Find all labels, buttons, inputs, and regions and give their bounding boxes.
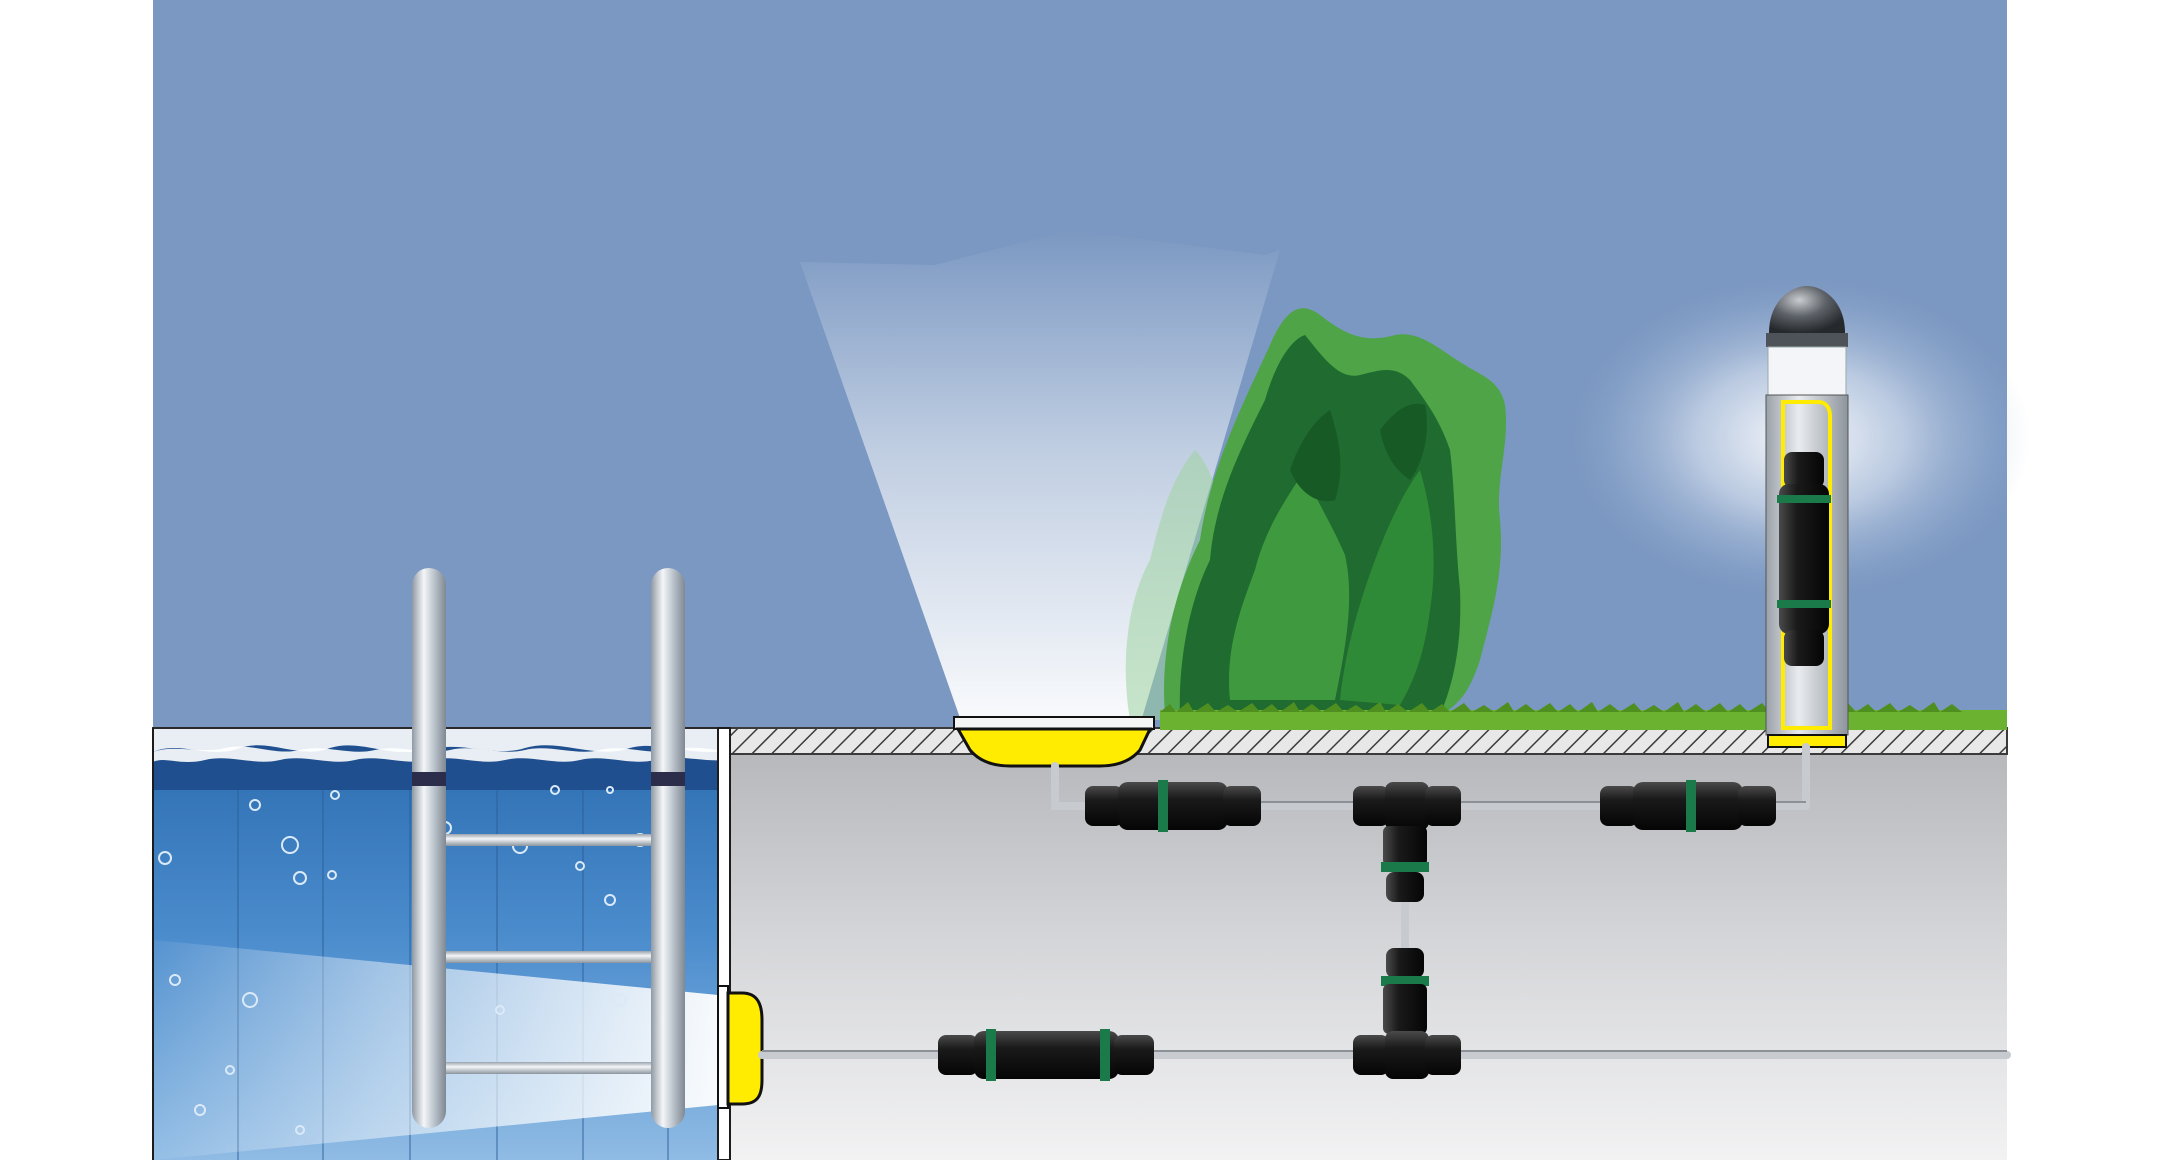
inline-cable-connector-icon (938, 1029, 1154, 1081)
inline-cable-connector-icon (1600, 780, 1776, 832)
in-ground-uplight-icon (954, 717, 1154, 766)
grass-strip (1160, 710, 2007, 730)
inline-cable-connector-icon (1085, 780, 1261, 832)
underwater-light-icon (718, 986, 762, 1108)
